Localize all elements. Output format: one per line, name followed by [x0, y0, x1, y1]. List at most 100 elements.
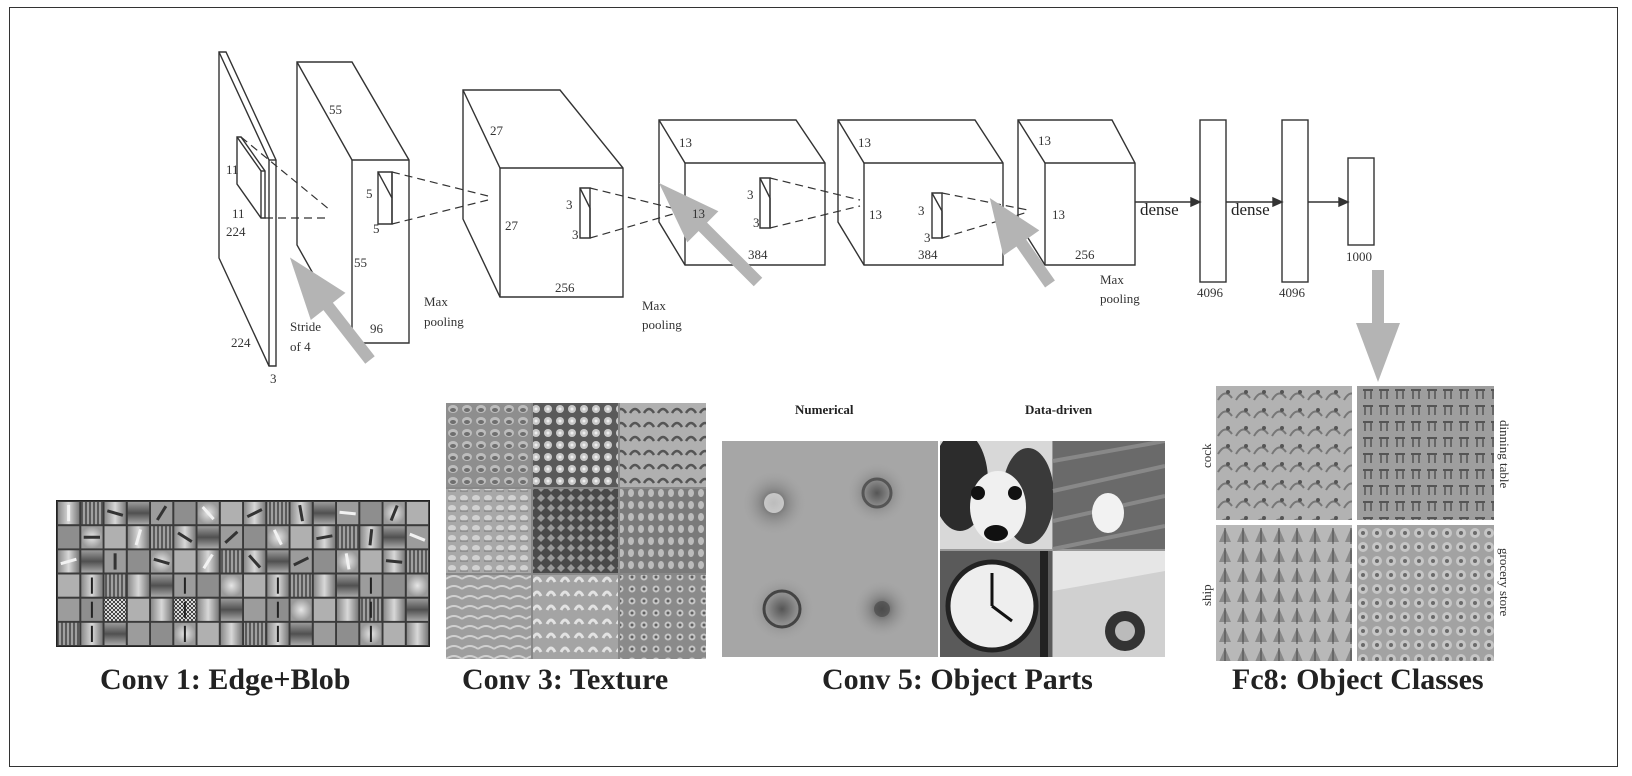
conv1-filter-cell [151, 622, 173, 645]
conv1-filter-cell [220, 574, 243, 597]
conv1-filter-cell [127, 502, 150, 525]
conv5-data-driven-image [940, 441, 1165, 657]
conv1-filter-cell [313, 622, 336, 645]
conv1-filter-cell [220, 622, 243, 645]
conv1-filter-cell [197, 622, 219, 645]
dim-label: 13 [1052, 207, 1065, 222]
conv1-filter-cell [337, 622, 359, 645]
conv1-box [296, 61, 410, 344]
conv1-filter-edge [177, 531, 193, 543]
conv1-filter-cell [220, 502, 243, 525]
conv1-filter-cell [197, 598, 219, 621]
conv1-filter-cell [406, 574, 429, 597]
dim-label: 27 [505, 218, 518, 233]
conv1-filter-cell [313, 574, 336, 597]
conv1-filter-cell [290, 574, 312, 597]
conv1-filter-cell [197, 526, 219, 549]
conv1-filter-edge [298, 504, 304, 522]
conv1-filter-cell [174, 502, 196, 525]
conv1-filter-edge [60, 557, 77, 566]
data-driven-header: Data-driven [1025, 402, 1093, 417]
dense-label: dense [1231, 200, 1270, 219]
dim-label: 13 [692, 206, 705, 221]
conv1-filter-cell [383, 526, 405, 549]
fc8-class-grid [1216, 386, 1494, 661]
class-label-cock: cock [1199, 443, 1214, 468]
conv1-filter-cell [267, 550, 289, 573]
conv5-title: Conv 5: Object Parts [822, 663, 1093, 696]
conv1-filter-image [58, 502, 429, 645]
class-label-dinning-table: dinning table [1497, 420, 1512, 489]
conv3-kernel [759, 177, 771, 229]
input-slab [218, 51, 277, 367]
pool-label: pooling [424, 314, 464, 329]
conv1-filter-edge [202, 553, 214, 570]
conv1-filter-cell [244, 622, 266, 645]
conv1-filter-cell [337, 574, 359, 597]
dim-label: 13 [1038, 133, 1051, 148]
dim-label: 13 [858, 135, 871, 150]
conv1-filter-edge [339, 510, 356, 516]
conv1-filter-edge [409, 532, 426, 542]
conv4-kernel [931, 192, 943, 239]
stride-label: Stride [290, 319, 322, 334]
dim-label: 5 [366, 186, 373, 201]
dim-label: 1000 [1346, 249, 1372, 264]
numerical-header: Numerical [795, 402, 854, 417]
conv1-filter-edge [344, 553, 351, 570]
conv1-filter-cell [360, 502, 382, 525]
conv1-filter-cell [151, 526, 173, 549]
conv1-filter-edge [246, 508, 263, 519]
conv1-filter-cell [220, 550, 243, 573]
dim-label: 55 [354, 255, 367, 270]
conv1-filter-cell [58, 598, 80, 621]
fc8-title: Fc8: Object Classes [1232, 663, 1484, 696]
conv1-filter-cell [290, 526, 312, 549]
conv1-filter-cell [104, 622, 126, 645]
conv1-filter-cell [220, 598, 243, 621]
conv1-filter-cell [151, 574, 173, 597]
conv1-kernel [377, 171, 393, 225]
conv2-kernel [579, 187, 591, 239]
dim-label: 384 [918, 247, 938, 262]
conv1-filter-cell [337, 526, 359, 549]
conv1-filter-cell [58, 574, 80, 597]
conv1-filter-cell [406, 502, 429, 525]
conv1-filter-cell [197, 574, 219, 597]
dim-label: 3 [566, 197, 573, 212]
conv4-box [837, 119, 1004, 266]
arrow-to-fc8 [1356, 270, 1400, 382]
conv1-filter-edge [385, 559, 403, 564]
dim-label: 3 [572, 227, 579, 242]
dim-label: 224 [231, 335, 251, 350]
pool-label: Max [642, 298, 666, 313]
dense-label: dense [1140, 200, 1179, 219]
conv1-filter-cell [104, 574, 126, 597]
conv1-filter-cell [81, 502, 103, 525]
conv1-filter-cell [337, 598, 359, 621]
conv1-filter-cell [244, 526, 266, 549]
conv1-filter-cell [383, 622, 405, 645]
conv1-filter-cell [58, 622, 80, 645]
conv3-texture-image [446, 403, 706, 659]
figure-frame [9, 7, 1618, 767]
conv1-filter-cell [406, 550, 429, 573]
conv1-filter-cell [127, 598, 150, 621]
dim-label: 13 [679, 135, 692, 150]
conv1-filter-edge [153, 557, 170, 566]
conv1-filter-cell [127, 574, 150, 597]
arrow-to-conv5 [989, 197, 1055, 288]
conv1-filter-cell [104, 598, 126, 621]
conv1-filter-cell [290, 598, 312, 621]
conv1-filter-cell [151, 598, 173, 621]
conv1-filter-edge [389, 504, 399, 522]
dim-label: 3 [753, 215, 760, 230]
conv1-filter-cell [267, 502, 289, 525]
dim-label: 55 [329, 102, 342, 117]
dim-label: 11 [226, 162, 239, 177]
fc2-box [1281, 119, 1309, 283]
conv1-filter-cell [127, 622, 150, 645]
conv1-filter-cell [406, 622, 429, 645]
conv3-title: Conv 3: Texture [462, 663, 669, 696]
